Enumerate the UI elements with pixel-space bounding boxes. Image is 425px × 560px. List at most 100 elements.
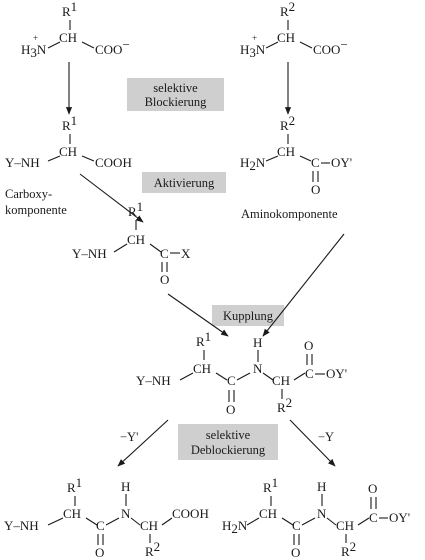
blocking-box xyxy=(127,78,224,111)
dipeptide-c1: C xyxy=(227,373,236,388)
aa2-ch: CH xyxy=(277,30,295,45)
carboxy-ynh: Y–NH xyxy=(5,155,40,170)
coupling-box xyxy=(212,305,284,326)
activated-c: C xyxy=(160,246,169,261)
product-right: R1 CH H2N C O H N CH R2 C O OY' xyxy=(222,475,410,560)
coupling-label: Kupplung xyxy=(223,309,274,323)
pl-o1: O xyxy=(95,545,104,560)
activated-r: R1 xyxy=(128,199,143,219)
carboxy-label-1: Carboxy- xyxy=(5,187,52,201)
activation-label: Aktivierung xyxy=(154,176,215,190)
deblocking-label-1: selektive xyxy=(206,428,251,442)
carboxy-r: R1 xyxy=(62,113,77,133)
protected-dipeptide: R1 CH Y–NH C O H N CH R2 C O OY' xyxy=(136,329,347,417)
pl-cooh: COOH xyxy=(172,506,209,521)
pl-cn-bond xyxy=(105,517,120,526)
arrow-coupling-left xyxy=(167,293,229,337)
pr-cn-bond xyxy=(301,517,316,526)
pr-ch2: CH xyxy=(336,518,354,533)
pl-nc-bond xyxy=(130,517,141,526)
pr-r2: R2 xyxy=(341,539,356,559)
minus-y: −Y xyxy=(318,430,334,444)
dipeptide-ch2: CH xyxy=(272,373,290,388)
aa1-coo: COO− xyxy=(95,37,130,57)
arrow-activation xyxy=(79,173,144,223)
pr-n-bond xyxy=(246,517,260,526)
carboxy-component: R1 CH Y–NH COOH Carboxy- komponente xyxy=(5,113,132,217)
amino-h2n: H2N xyxy=(240,155,266,173)
pl-ch2: CH xyxy=(140,518,158,533)
activated-x: X xyxy=(181,246,191,261)
carboxy-c-bond xyxy=(81,155,95,162)
carboxy-label-2: komponente xyxy=(5,203,67,217)
pr-c1-bond xyxy=(281,517,294,526)
dipeptide-ch2c-bond xyxy=(293,372,306,381)
aa2-r: R2 xyxy=(280,0,295,19)
dipeptide-c2: C xyxy=(305,366,314,381)
arrow-deblock-right xyxy=(289,419,336,467)
blocking-label-2: Blockierung xyxy=(145,95,208,109)
arrow-coupling-right xyxy=(262,233,345,337)
pl-n: N xyxy=(121,506,131,521)
amino-acid-2: R2 CH + H3N COO− xyxy=(240,0,348,60)
pl-ch1: CH xyxy=(63,506,81,521)
dipeptide-ynh: Y–NH xyxy=(136,373,171,388)
pl-c1: C xyxy=(96,518,105,533)
dipeptide-r2: R2 xyxy=(277,395,292,415)
pl-ynh: Y–NH xyxy=(4,518,39,533)
aa2-plus: + xyxy=(252,33,257,43)
pr-c1: C xyxy=(292,518,301,533)
activated-ch: CH xyxy=(127,232,145,247)
aa1-plus: + xyxy=(33,33,38,43)
amino-acid-1: R1 CH + H3N COO− xyxy=(21,0,130,60)
dipeptide-ch1: CH xyxy=(193,361,211,376)
deblocking-label-2: Deblockierung xyxy=(191,443,266,457)
pr-h: H xyxy=(317,479,326,494)
carboxy-n-bond xyxy=(47,155,61,162)
product-left: R1 CH Y–NH C O H N CH R2 COOH xyxy=(4,475,209,560)
step-activation: Aktivierung xyxy=(142,172,226,193)
step-deblocking: selektive Deblockierung xyxy=(178,424,278,460)
aa2-nh3: H3N xyxy=(240,42,266,60)
dipeptide-h: H xyxy=(253,335,262,350)
pr-ch1: CH xyxy=(259,506,277,521)
amino-o: O xyxy=(311,182,320,197)
deblocking-box xyxy=(178,424,278,460)
dipeptide-n: N xyxy=(253,361,263,376)
amino-label: Aminokomponente xyxy=(241,207,338,221)
amino-c: C xyxy=(311,155,320,170)
aa2-coo: COO− xyxy=(313,37,348,57)
aa2-n-bond xyxy=(265,41,279,49)
pr-o2: O xyxy=(368,481,377,496)
aa1-n-bond xyxy=(47,41,61,49)
activated-component: R1 CH Y–NH C X O xyxy=(72,199,191,287)
pl-n-bond xyxy=(47,517,64,526)
dipeptide-nc-bond xyxy=(262,372,274,381)
amino-component: R2 CH H2N C OY' O Aminokomponente xyxy=(240,113,352,221)
dipeptide-o1: O xyxy=(226,402,235,417)
step-blocking: selektive Blockierung xyxy=(127,78,224,111)
activated-n-bond xyxy=(113,243,128,253)
arrow-deblock-left xyxy=(117,419,169,467)
pl-c1-bond xyxy=(85,517,98,526)
pl-h: H xyxy=(121,479,130,494)
activated-o: O xyxy=(160,272,169,287)
aa2-c-bond xyxy=(299,41,313,49)
step-coupling: Kupplung xyxy=(212,305,284,326)
pr-h2n: H2N xyxy=(222,518,248,536)
pr-nc-bond xyxy=(326,517,337,526)
dipeptide-o2: O xyxy=(304,338,313,353)
amino-c-bond xyxy=(299,155,312,162)
pr-oy: OY' xyxy=(389,510,410,525)
dipeptide-cn-bond xyxy=(236,372,251,381)
aa1-ch: CH xyxy=(59,30,77,45)
pr-c2: C xyxy=(369,510,378,525)
pr-ch2c-bond xyxy=(357,517,370,526)
activation-box xyxy=(142,172,226,193)
aa1-r: R1 xyxy=(62,0,77,19)
minus-y-prime: −Y' xyxy=(120,430,138,444)
carboxy-ch: CH xyxy=(59,144,77,159)
dipeptide-r1: R1 xyxy=(196,329,211,349)
amino-n-bond xyxy=(265,155,279,162)
